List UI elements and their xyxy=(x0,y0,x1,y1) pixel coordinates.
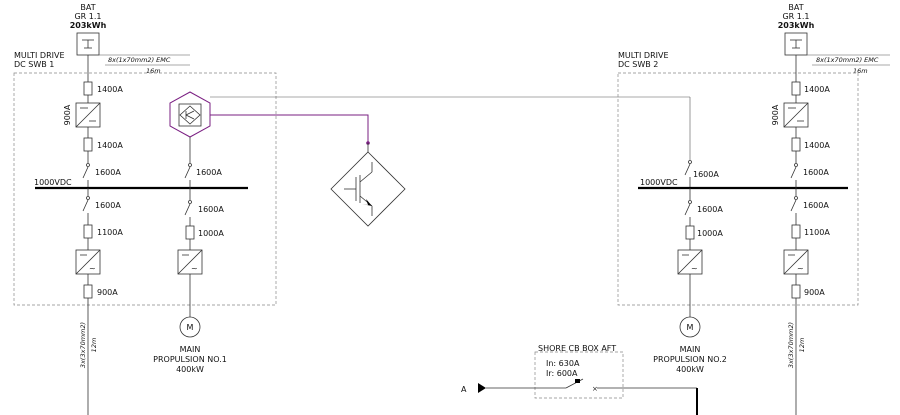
swb2-converter-label: 900A xyxy=(771,104,780,125)
motor1-line2: PROPULSION NO.1 xyxy=(153,355,227,364)
cable-left-length: 12m xyxy=(90,338,98,353)
cable-right-length: 12m xyxy=(798,338,806,353)
battery-left-group: GR 1.1 xyxy=(74,12,101,21)
swb2-fuse-mid[interactable] xyxy=(791,137,801,152)
swb1-title2: DC SWB 1 xyxy=(14,60,54,69)
shore-breaker[interactable] xyxy=(565,378,584,389)
swb2-col1-fuse-label: 1000A xyxy=(697,229,723,238)
battery-right-cable: 8x(1x70mm2) EMC xyxy=(816,56,879,64)
swb1-inverter-ac-icon: ~ xyxy=(89,264,96,273)
swb2-enclosure[interactable] xyxy=(617,72,859,306)
motor2-symbol: M xyxy=(687,323,694,332)
shore-cb-ir: Ir: 600A xyxy=(546,369,578,378)
swb2-fuse-low[interactable] xyxy=(791,224,801,239)
swb2-col1-breaker-top-label: 1600A xyxy=(693,170,719,179)
battery-right[interactable]: BAT GR 1.1 203kWh xyxy=(778,3,815,56)
swb2-breaker-low-label: 1600A xyxy=(803,201,829,210)
swb2-breaker-top[interactable] xyxy=(790,166,797,179)
motor2-line1: MAIN xyxy=(680,345,701,354)
swb1-breaker-top-label: 1600A xyxy=(95,168,121,177)
swb1-fuse-mid-label: 1400A xyxy=(97,141,123,150)
battery-right-capacity: 203kWh xyxy=(778,21,815,30)
swb2-bus-voltage: 1000VDC xyxy=(640,178,678,187)
battery-right-length: 16m xyxy=(853,67,868,75)
battery-left-label: BAT xyxy=(80,3,95,12)
swb2-col1-breaker-low[interactable] xyxy=(684,203,691,216)
swb2-inverter-propulsion-ac-icon: ~ xyxy=(691,264,698,273)
swb2-fuse-out-label: 900A xyxy=(804,288,825,297)
shore-arrow-icon xyxy=(478,383,486,393)
swb1-col2-breaker-top-label: 1600A xyxy=(196,168,222,177)
swb2-col1-breaker-top[interactable] xyxy=(684,163,691,176)
swb1-fuse-top-label: 1400A xyxy=(97,85,123,94)
swb2-inverter-ac-icon: ~ xyxy=(797,264,804,273)
swb1-breaker-low[interactable] xyxy=(82,199,89,212)
motor1-power: 400kW xyxy=(176,365,204,374)
swb1-breaker-top[interactable] xyxy=(82,166,89,179)
motor2-icon[interactable] xyxy=(679,316,701,338)
swb1-col2-breaker-top[interactable] xyxy=(184,166,191,179)
swb1-fuse-low-label: 1100A xyxy=(97,228,123,237)
swb1-fuse-out[interactable] xyxy=(83,284,93,299)
shore-cb-in: In: 630A xyxy=(546,359,580,368)
swb1-inverter-propulsion-ac-icon: ~ xyxy=(191,264,198,273)
swb2-title2: DC SWB 2 xyxy=(618,60,658,69)
swb2-breaker-top-label: 1600A xyxy=(803,168,829,177)
cable-left-spec: 3x(3x70mm2) xyxy=(79,322,87,368)
swb2-fuse-low-label: 1100A xyxy=(804,228,830,237)
battery-right-label: BAT xyxy=(788,3,803,12)
battery-left-length: 16m xyxy=(146,67,161,75)
battery-right-group: GR 1.1 xyxy=(782,12,809,21)
swb2-fuse-mid-label: 1400A xyxy=(804,141,830,150)
igbt-detail-symbol[interactable] xyxy=(330,143,406,227)
shore-cb-title: SHORE CB BOX AFT xyxy=(538,344,616,353)
cable-right-spec: 3x(3x70mm2) xyxy=(787,322,795,368)
swb2-col1-breaker-low-label: 1600A xyxy=(697,205,723,214)
shore-ref-label: A xyxy=(461,385,467,394)
swb2-fuse-out[interactable] xyxy=(791,284,801,299)
battery-left-cable: 8x(1x70mm2) EMC xyxy=(108,56,171,64)
shore-cross-icon: × xyxy=(592,385,598,393)
swb1-col2-breaker-low-label: 1600A xyxy=(198,205,224,214)
motor1-symbol: M xyxy=(187,323,194,332)
swb1-fuse-mid[interactable] xyxy=(83,137,93,152)
swb1-enclosure[interactable] xyxy=(13,72,277,306)
swb1-col2-breaker-low[interactable] xyxy=(184,203,191,216)
swb1-breaker-low-label: 1600A xyxy=(95,201,121,210)
callout-leader xyxy=(210,114,369,143)
swb2-title1: MULTI DRIVE xyxy=(618,51,669,60)
swb1-title1: MULTI DRIVE xyxy=(14,51,65,60)
swb2-fuse-top[interactable] xyxy=(791,81,801,96)
battery-left-capacity: 203kWh xyxy=(70,21,107,30)
swb2-breaker-low[interactable] xyxy=(790,199,797,212)
motor2-line2: PROPULSION NO.2 xyxy=(653,355,727,364)
swb1-converter-label: 900A xyxy=(63,104,72,125)
motor2-power: 400kW xyxy=(676,365,704,374)
swb1-bus-voltage: 1000VDC xyxy=(34,178,72,187)
motor1-icon[interactable] xyxy=(179,316,201,338)
battery-left[interactable]: BAT GR 1.1 203kWh xyxy=(70,3,107,56)
motor1-line1: MAIN xyxy=(180,345,201,354)
swb1-col2-fuse[interactable] xyxy=(185,225,195,240)
swb1-col2-fuse-label: 1000A xyxy=(198,229,224,238)
swb1-fuse-low[interactable] xyxy=(83,224,93,239)
swb1-fuse-out-label: 900A xyxy=(97,288,118,297)
shore-cb-box[interactable] xyxy=(534,351,624,399)
swb2-fuse-top-label: 1400A xyxy=(804,85,830,94)
swb1-fuse-top[interactable] xyxy=(83,81,93,96)
swb2-col1-fuse[interactable] xyxy=(685,225,695,240)
